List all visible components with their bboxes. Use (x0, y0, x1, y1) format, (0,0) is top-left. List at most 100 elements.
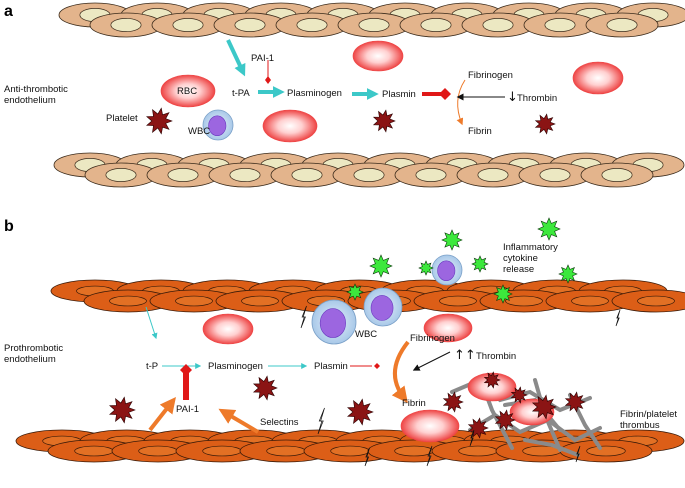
endothelial-cell-icon (213, 12, 287, 38)
panel-a-side-label-1: Anti-thrombotic (4, 84, 68, 95)
panel-b-tp: t-P (146, 361, 158, 372)
endothelial-cell-icon (303, 439, 397, 463)
panel-b-labels: b Prothrombotic endothelium t-P Plasmino… (4, 218, 677, 431)
panel-a-fibrin: Fibrin (468, 126, 492, 137)
panel-b-thrombus-1: Fibrin/platelet (620, 409, 677, 420)
panel-a-labels: a Anti-thrombotic endothelium PAI-1 t-PA… (4, 3, 557, 137)
red-blood-cell-icon (423, 313, 473, 343)
cytokine-icon (369, 254, 393, 278)
endothelial-cell-icon (580, 162, 654, 188)
white-blood-cell-icon (431, 254, 463, 286)
cytokine-icon (471, 255, 489, 273)
panel-b-pai1: PAI-1 (176, 404, 199, 415)
white-blood-cell-icon (363, 287, 403, 327)
platelet-icon (510, 386, 528, 404)
panel-b-cytokine-1: Inflammatory (503, 242, 558, 253)
red-blood-cell-icon (160, 74, 216, 108)
cytokine-icon (441, 229, 463, 251)
endothelial-cell-icon (523, 12, 597, 38)
endothelial-cell-icon (239, 439, 333, 463)
junction-gap-icon (575, 445, 581, 463)
junction-gap-icon (615, 309, 621, 327)
endothelial-cell-icon (431, 439, 525, 463)
panel-b-cytokine-2: cytokine (503, 253, 538, 264)
panel-a-plasminogen: Plasminogen (287, 88, 342, 99)
panel-b-selectins: Selectins (260, 417, 299, 428)
junction-gap-icon (300, 305, 307, 329)
endothelial-cell-icon (47, 439, 141, 463)
endothelial-cell-icon (84, 162, 158, 188)
white-blood-cell-icon (311, 299, 357, 345)
red-blood-cell-icon (572, 61, 624, 95)
endothelial-cell-icon (399, 12, 473, 38)
cytokine-icon (418, 260, 434, 276)
junction-gap-icon (426, 445, 433, 467)
red-blood-cell-icon (400, 409, 460, 443)
platelet-icon (442, 391, 464, 413)
panel-a-side-label-2: endothelium (4, 95, 56, 106)
panel-b-wbc-label: WBC (355, 329, 377, 340)
platelet-icon (494, 409, 516, 431)
blood-components (109, 40, 624, 467)
junction-gap-icon (469, 429, 475, 447)
endothelial-cell-icon (111, 439, 205, 463)
panel-a-pai1: PAI-1 (251, 53, 274, 64)
endothelial-cell-icon (215, 289, 305, 313)
endothelial-cell-icon (89, 12, 163, 38)
panel-a-letter: a (4, 3, 13, 20)
panel-a-thrombin-arrow: ↓ (507, 90, 518, 105)
panel-a-endothelium (53, 2, 685, 188)
panel-a-plasmin: Plasmin (382, 89, 416, 100)
cytokine-icon (346, 283, 364, 301)
panel-b-fibrinogen: Fibrinogen (410, 333, 455, 344)
endothelial-cell-icon (413, 289, 503, 313)
platelet-icon (372, 109, 396, 133)
platelet-icon (252, 375, 278, 401)
panel-a-rbc-label: RBC (177, 86, 197, 97)
endothelial-cell-icon (208, 162, 282, 188)
panel-b-thrombus-2: thrombus (620, 420, 660, 431)
panel-a-pathway (226, 39, 505, 126)
platelet-icon (109, 396, 136, 424)
red-blood-cell-icon (202, 313, 254, 345)
junction-gap-icon (317, 407, 325, 435)
cytokine-icon (537, 217, 561, 241)
endothelial-cell-icon (545, 289, 635, 313)
endothelial-cell-icon (394, 162, 468, 188)
endothelial-cell-icon (146, 162, 220, 188)
platelet-icon (531, 394, 557, 420)
panel-b-fibrin: Fibrin (402, 398, 426, 409)
platelet-icon (347, 398, 374, 426)
endothelial-cell-icon (611, 289, 685, 313)
platelet-icon (564, 391, 586, 413)
endothelial-cell-icon (175, 439, 269, 463)
panel-b-thrombin: Thrombin (476, 351, 516, 362)
red-blood-cell-icon (352, 40, 404, 72)
platelet-icon (483, 371, 501, 389)
cytokine-icon (558, 264, 578, 284)
endothelial-cell-icon (332, 162, 406, 188)
endothelial-cell-icon (270, 162, 344, 188)
platelet-icon (534, 113, 556, 135)
panel-b-pathway (145, 306, 451, 434)
cytokine-icon (493, 284, 513, 304)
panel-b-letter: b (4, 218, 14, 235)
platelet-icon (146, 107, 173, 135)
panel-b-side-label-2: endothelium (4, 354, 56, 365)
endothelial-cell-icon (616, 2, 685, 28)
red-blood-cell-icon (262, 109, 318, 143)
red-blood-cell-icon (467, 372, 517, 402)
endothelial-cell-icon (151, 12, 225, 38)
endothelial-cell-icon (518, 162, 592, 188)
platelet-icon (467, 417, 489, 439)
panel-a-thrombin: Thrombin (517, 93, 557, 104)
white-blood-cell-icon (202, 109, 234, 141)
panel-a-fibrinogen: Fibrinogen (468, 70, 513, 81)
endothelial-cell-icon (83, 289, 173, 313)
panel-b-plasmin: Plasmin (314, 361, 348, 372)
endothelial-cell-icon (275, 12, 349, 38)
panel-b-plasminogen: Plasminogen (208, 361, 263, 372)
endothelial-cell-icon (559, 439, 653, 463)
endothelial-cell-icon (456, 162, 530, 188)
